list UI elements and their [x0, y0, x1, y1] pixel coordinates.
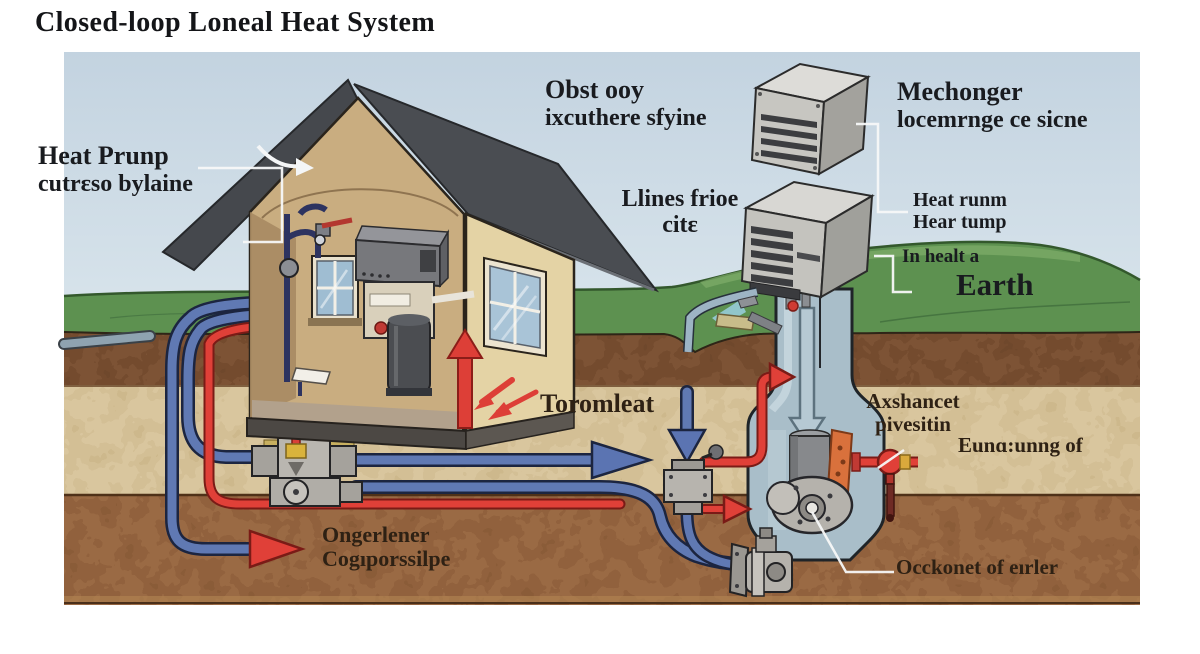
junction-valve: [663, 444, 724, 515]
label-basement: Toromleat: [540, 389, 655, 418]
label-valve: Axshancet pivesitin: [866, 389, 960, 437]
label-earth: Earth: [956, 267, 1034, 302]
flow-arrow-right: [768, 361, 797, 393]
roof-main: [353, 83, 660, 293]
surface-pipe: [683, 287, 783, 353]
air-handler: [354, 225, 450, 288]
label-lines: Llines frioe citɛ: [621, 186, 739, 239]
roof-left-slope: [161, 78, 362, 272]
label-soil-note: Eunɑ:unng of: [958, 433, 1083, 457]
flow-arrow-right: [722, 493, 753, 525]
label-ground: In healt a: [902, 246, 980, 267]
borehole: [746, 287, 886, 562]
page-title: Closed-loop Loneal Heat System: [35, 7, 436, 38]
label-top-right: Mechonger locemrnge ce sicne: [897, 77, 1088, 133]
heat-flow-arrows: [446, 328, 515, 429]
side-window: [483, 256, 547, 358]
heat-exchanger-unit-upper: [750, 62, 871, 176]
valve-manifold: [251, 406, 363, 507]
flow-arrow-right: [248, 529, 306, 569]
water-heater: [386, 314, 432, 396]
flow-arrow-down: [666, 428, 708, 465]
loop-pump: [728, 527, 793, 598]
ground-loop-pipes: [58, 295, 797, 572]
heat-pump-unit-lower: [740, 180, 875, 301]
basement-pointer: [488, 389, 539, 420]
label-loop: Ongerlener Cogıporssilpe: [322, 522, 451, 572]
label-pump: Occkonet of eırler: [896, 555, 1059, 579]
flow-arrow-right: [590, 440, 655, 480]
label-top-center: Obst ooy ixcuthere sfyine: [545, 75, 707, 131]
callout-lines: [198, 122, 912, 574]
soil-layers: [64, 326, 1140, 605]
house: [161, 78, 660, 451]
label-heat-pump: Heat Prunp cutrɛso bylaine: [38, 141, 193, 197]
interior-pipes: [279, 203, 353, 396]
label-heat-unit: Heat runm Hear tump: [913, 189, 1007, 233]
interior-window: [308, 255, 362, 326]
